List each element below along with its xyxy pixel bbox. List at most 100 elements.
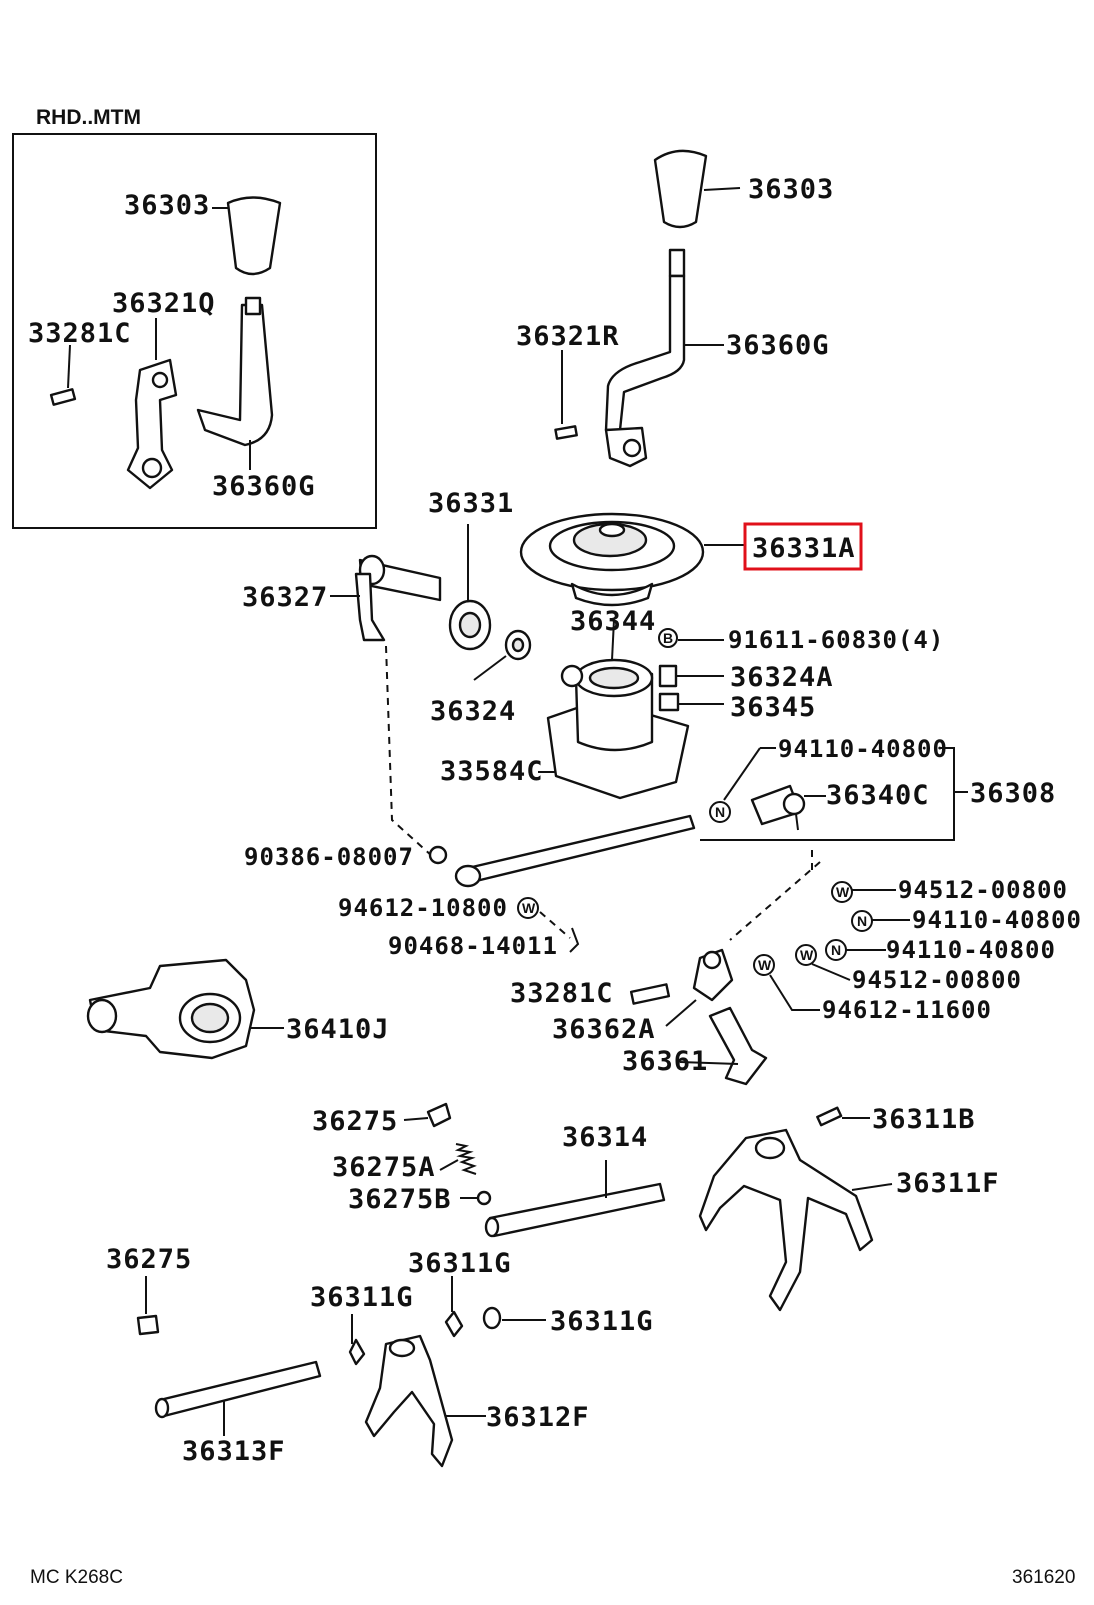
label-94612-b: 94612-11600 <box>822 996 992 1024</box>
fork-36311f <box>698 1128 874 1312</box>
seat-36345 <box>658 692 680 712</box>
shift-lever <box>604 274 686 432</box>
label-90386: 90386-08007 <box>244 843 414 871</box>
svg-text:W: W <box>758 957 772 973</box>
label-33281c-inset: 33281C <box>28 318 132 349</box>
highlight-box-36331a <box>743 522 863 571</box>
label-36303-inset: 36303 <box>124 190 210 221</box>
shift-arm-group: 36331 36327 36324 <box>242 488 532 857</box>
label-33281c: 33281C <box>510 978 614 1009</box>
dashed-guide-1 <box>385 645 433 857</box>
label-36303: 36303 <box>748 174 834 205</box>
shift-arm <box>354 572 386 642</box>
shaft-36313f <box>158 1360 322 1418</box>
clip-36311g-b <box>444 1310 464 1338</box>
label-36324a: 36324A <box>730 662 834 693</box>
lever-36361 <box>708 1006 768 1086</box>
plug-36275-b <box>136 1314 160 1336</box>
label-94110-b: 94110-40800 <box>912 906 1082 934</box>
label-94512-a: 94512-00800 <box>898 876 1068 904</box>
washer-marker-3: W <box>795 944 817 966</box>
inset-shift-lever <box>196 303 274 447</box>
shift-rod-group: 90386-08007 W 94612-10800 90468-14011 N … <box>244 735 1056 960</box>
label-36275b: 36275B <box>348 1184 452 1215</box>
label-36410j: 36410J <box>286 1014 390 1045</box>
label-36321q: 36321Q <box>112 288 216 319</box>
label-90468: 90468-14011 <box>388 932 558 960</box>
label-36275a: 36275A <box>332 1152 436 1183</box>
lower-linkage-group: W 94512-00800 N 94110-40800 W N 94110-40… <box>510 861 1082 1086</box>
shift-boot-housing: 36331A 36344 33584C B 91611-60830(4) 363… <box>440 512 944 800</box>
label-36311g-a: 36311G <box>310 1282 414 1313</box>
svg-text:W: W <box>836 884 850 900</box>
bolt-90386 <box>428 845 448 865</box>
label-36314: 36314 <box>562 1122 648 1153</box>
label-36324: 36324 <box>430 696 516 727</box>
label-94612-a: 94612-10800 <box>338 894 508 922</box>
label-36331a: 36331A <box>752 533 856 564</box>
pin-36311b <box>816 1106 843 1127</box>
inset-shift-bracket <box>126 358 178 490</box>
inset-frame <box>12 133 377 529</box>
svg-text:W: W <box>800 947 814 963</box>
clip-36311g-a <box>348 1338 366 1366</box>
label-36331: 36331 <box>428 488 514 519</box>
nut-marker-1: N <box>709 801 731 823</box>
label-36327: 36327 <box>242 582 328 613</box>
label-36312f: 36312F <box>486 1402 590 1433</box>
nut-marker-3: N <box>825 939 847 961</box>
shaft-36314 <box>488 1182 666 1238</box>
ball-36275b <box>476 1190 492 1206</box>
label-94110-a: 94110-40800 <box>778 735 948 763</box>
svg-text:N: N <box>715 804 725 820</box>
label-36275-b: 36275 <box>106 1244 192 1275</box>
label-36311g-c: 36311G <box>550 1306 654 1337</box>
label-36308: 36308 <box>970 778 1056 809</box>
retainer-housing: 36410J <box>86 958 390 1060</box>
shift-fork-group: 36275 36275A 36275B 36314 36311B 36311F … <box>106 1102 1000 1468</box>
label-36313f: 36313F <box>182 1436 286 1467</box>
label-36275-a: 36275 <box>312 1106 398 1137</box>
pin-33281c <box>629 983 671 1005</box>
lever-pin <box>554 425 578 440</box>
rhd-inset: RHD..MTM 36303 36321Q 33281C 36360G <box>12 106 377 529</box>
svg-text:W: W <box>522 900 536 916</box>
nut-marker-2: N <box>851 910 873 932</box>
label-36362a: 36362A <box>552 1014 656 1045</box>
label-36360g-inset: 36360G <box>212 471 316 502</box>
washer-marker-4: W <box>753 954 775 976</box>
inset-shift-knob <box>226 196 282 276</box>
label-36360g: 36360G <box>726 330 830 361</box>
label-36311f: 36311F <box>896 1168 1000 1199</box>
label-36311g-b: 36311G <box>408 1248 512 1279</box>
svg-text:N: N <box>831 942 841 958</box>
footer-right-code: 361620 <box>1012 1567 1075 1588</box>
label-91611: 91611-60830(4) <box>728 626 944 654</box>
label-36344: 36344 <box>570 606 656 637</box>
shift-rod <box>466 814 696 884</box>
footer-left-code: MC K268C <box>30 1567 123 1588</box>
bracket-36308 <box>700 747 955 841</box>
spring-36275a <box>454 1143 477 1175</box>
label-33584c: 33584C <box>440 756 544 787</box>
inset-title: RHD..MTM <box>36 106 141 129</box>
shift-knob <box>653 149 708 229</box>
label-36311b: 36311B <box>872 1104 976 1135</box>
label-36340c: 36340C <box>826 780 930 811</box>
label-94512-b: 94512-00800 <box>852 966 1022 994</box>
washer-marker-1: W <box>517 897 539 919</box>
inset-pin <box>49 388 77 406</box>
washer-marker-2: W <box>831 881 853 903</box>
plug-36275 <box>426 1102 452 1128</box>
bushing-36324a <box>658 664 678 688</box>
fork-36312f <box>364 1334 454 1468</box>
label-36345: 36345 <box>730 692 816 723</box>
lever-thread <box>668 248 686 278</box>
svg-text:N: N <box>857 913 867 929</box>
clip-36311g-c <box>482 1306 502 1330</box>
label-94110-c: 94110-40800 <box>886 936 1056 964</box>
svg-text:B: B <box>663 630 673 646</box>
shift-lever-assembly: 36303 36321R 36360G <box>516 149 834 468</box>
